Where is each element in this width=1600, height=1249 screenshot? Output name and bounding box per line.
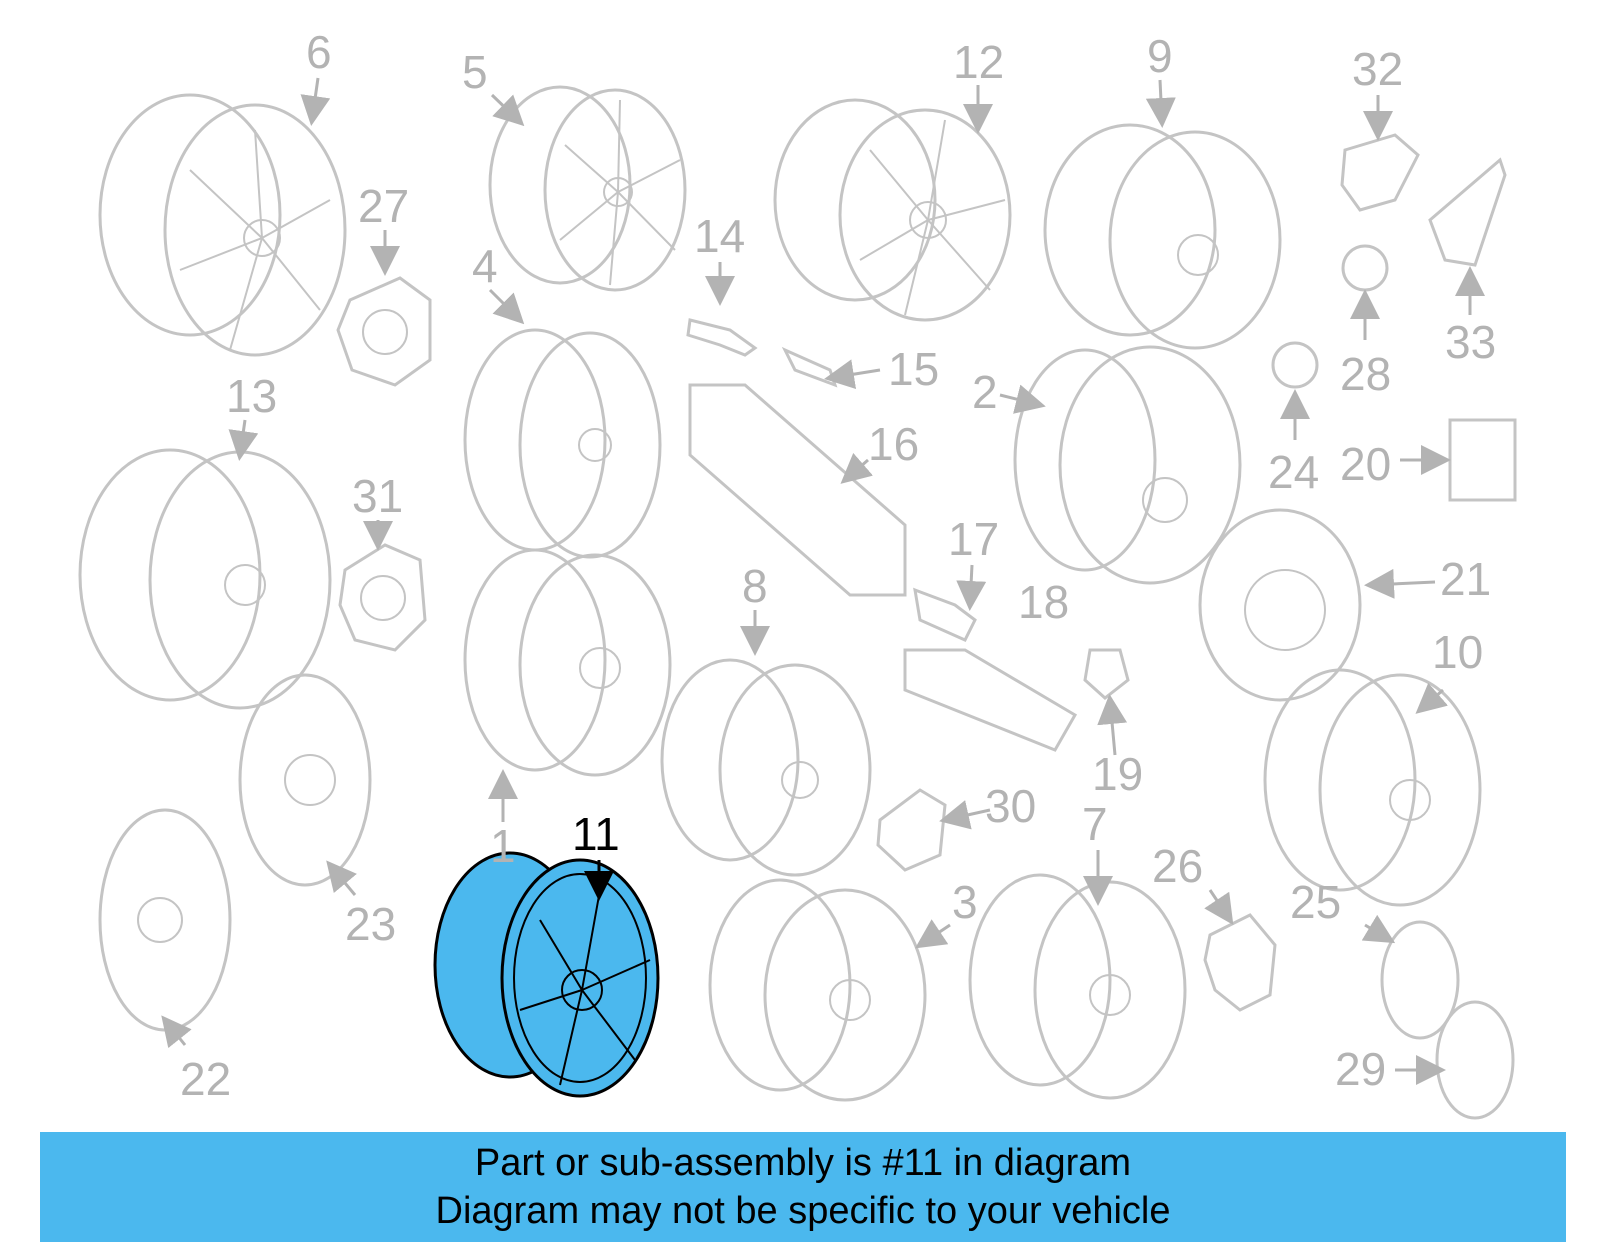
center-cap-27	[336, 276, 432, 387]
wheel-10	[1263, 668, 1482, 907]
wheel-4	[463, 328, 662, 559]
banner-line-2: Diagram may not be specific to your vehi…	[435, 1190, 1171, 1232]
callout-3: 3	[952, 876, 978, 928]
callout-18: 18	[1018, 576, 1069, 628]
hubcap-23	[238, 673, 372, 887]
callout-1: 1	[490, 820, 516, 872]
wheel-1	[463, 548, 672, 777]
bolt-lock-parts	[903, 587, 1130, 752]
callout-11-highlighted: 11	[572, 808, 620, 860]
callout-10: 10	[1432, 626, 1483, 678]
callout-28: 28	[1340, 348, 1391, 400]
callout-labels: 6 5 12 9 32 27 14 4 15 33 28 13 2 16 31 …	[180, 26, 1496, 1105]
callout-33: 33	[1445, 316, 1496, 368]
center-cap-30	[876, 788, 947, 872]
callout-30: 30	[985, 780, 1036, 832]
tpms-kit-16	[688, 383, 907, 597]
callout-23: 23	[345, 898, 396, 950]
callout-13: 13	[226, 370, 277, 422]
center-cap-31	[338, 543, 427, 652]
wheel-5	[488, 85, 687, 292]
center-cap-26	[1203, 913, 1277, 1012]
callout-27: 27	[358, 180, 409, 232]
callout-4: 4	[472, 240, 498, 292]
callout-7: 7	[1082, 798, 1108, 850]
callout-22: 22	[180, 1053, 231, 1105]
wheel-2	[1013, 345, 1242, 585]
callout-5: 5	[462, 46, 488, 98]
callout-12: 12	[953, 36, 1004, 88]
callout-8: 8	[742, 560, 768, 612]
banner-line-1: Part or sub-assembly is #11 in diagram	[474, 1142, 1132, 1184]
rings-25-29	[1380, 920, 1515, 1120]
hubcap-22	[98, 808, 232, 1032]
wheel-13	[78, 448, 332, 710]
wheel-6	[98, 93, 347, 357]
wheel-8	[660, 658, 872, 877]
wheel-12	[773, 98, 1012, 322]
wheel-11-highlighted[interactable]	[433, 851, 660, 1098]
callout-6: 6	[306, 26, 332, 78]
callout-15: 15	[888, 343, 939, 395]
callout-17: 17	[948, 513, 999, 565]
callout-25: 25	[1290, 876, 1341, 928]
callout-20: 20	[1340, 438, 1391, 490]
callout-19: 19	[1092, 748, 1143, 800]
callout-14: 14	[694, 210, 745, 262]
callout-26: 26	[1152, 840, 1203, 892]
wheel-9	[1043, 123, 1282, 350]
wheel-7	[968, 873, 1187, 1100]
hubcap-21	[1198, 508, 1362, 702]
callout-29: 29	[1335, 1043, 1386, 1095]
callout-32: 32	[1352, 43, 1403, 95]
callout-21: 21	[1440, 553, 1491, 605]
info-banner: Part or sub-assembly is #11 in diagram D…	[40, 1132, 1566, 1242]
bolt-14-valve-15	[686, 318, 838, 388]
callout-24: 24	[1268, 446, 1319, 498]
callout-9: 9	[1147, 30, 1173, 82]
callout-31: 31	[352, 470, 403, 522]
callout-16: 16	[868, 418, 919, 470]
leader-arrows	[161, 77, 1485, 1085]
wheel-3	[708, 878, 927, 1102]
callout-2: 2	[972, 366, 998, 418]
